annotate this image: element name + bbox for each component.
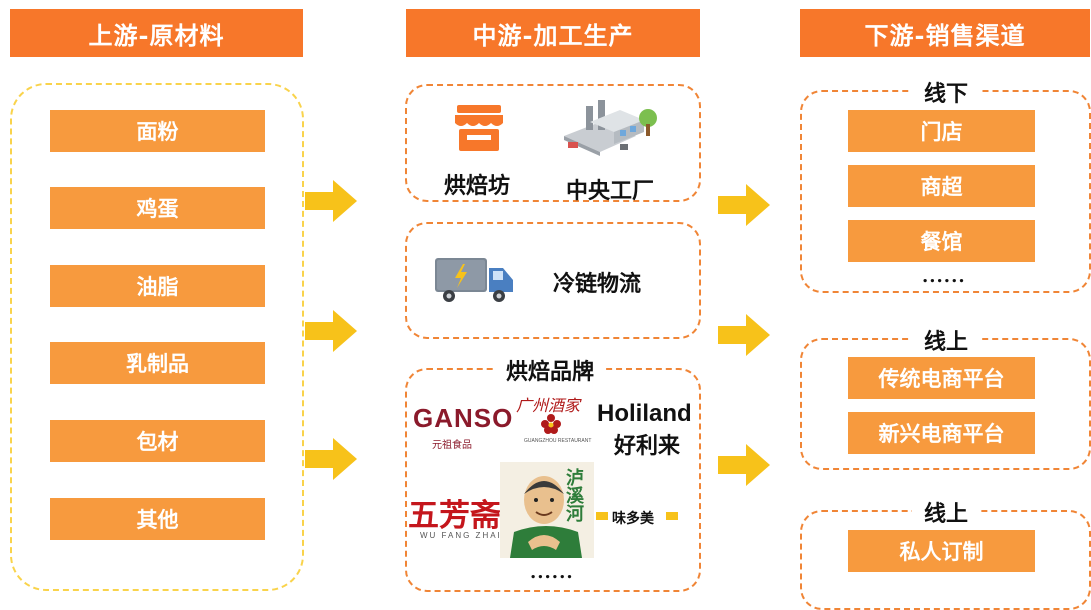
arrow-right-icon (305, 310, 357, 352)
logistics-container (405, 222, 701, 339)
ganso-logo: GANSO (413, 403, 514, 433)
upstream-item: 包材 (50, 420, 265, 462)
arrow-right-icon (305, 180, 357, 222)
brands-title: 烘焙品牌 (494, 354, 607, 386)
holiland-logo: Holiland (597, 400, 692, 427)
upstream-item: 面粉 (50, 110, 265, 152)
header-upstream: 上游-原材料 (10, 9, 303, 57)
bakery-shop-icon (455, 105, 503, 151)
bakery-label: 烘焙坊 (444, 173, 511, 199)
online-title: 线上 (912, 324, 981, 356)
arrow-right-icon (718, 184, 770, 226)
brands-more: ...... (530, 562, 574, 583)
offline-item: 商超 (848, 165, 1035, 207)
upstream-item: 其他 (50, 498, 265, 540)
upstream-item: 乳制品 (50, 342, 265, 384)
offline-title: 线下 (912, 76, 981, 108)
holiland-logo-cn: 好利来 (614, 433, 681, 458)
header-midstream: 中游-加工生产 (406, 9, 700, 57)
wufangzhai-logo: 五芳斋 (408, 498, 501, 534)
upstream-item: 鸡蛋 (50, 187, 265, 229)
ganso-logo-cn: 元祖食品 (432, 440, 472, 451)
truck-icon (435, 258, 513, 302)
online2-title: 线上 (912, 496, 981, 528)
custom-item: 私人订制 (848, 530, 1035, 572)
online-item: 传统电商平台 (848, 357, 1035, 399)
offline-item: 餐馆 (848, 220, 1035, 262)
arrow-right-icon (718, 314, 770, 356)
luxihe-logo: 泸溪河 (566, 468, 584, 525)
online-item: 新兴电商平台 (848, 412, 1035, 454)
arrow-right-icon (305, 438, 357, 480)
logistics-label: 冷链物流 (553, 271, 642, 297)
luxihe-mascot-icon (500, 462, 594, 558)
guangzhou-logo-en: GUANGZHOU RESTAURANT (524, 438, 592, 444)
weiduomei-logo: 味多美 (612, 510, 654, 526)
production-container (405, 84, 701, 202)
factory-label: 中央工厂 (566, 178, 655, 204)
stripe-decoration (666, 512, 678, 520)
factory-icon (564, 100, 657, 156)
arrow-right-icon (718, 444, 770, 486)
upstream-item: 油脂 (50, 265, 265, 307)
offline-more: ...... (922, 266, 966, 287)
flower-icon (541, 414, 561, 434)
header-downstream: 下游-销售渠道 (800, 9, 1090, 57)
stripe-decoration (596, 512, 608, 520)
wufangzhai-logo-en: WU FANG ZHAI (420, 531, 502, 540)
offline-item: 门店 (848, 110, 1035, 152)
upstream-container (10, 83, 304, 591)
guangzhou-logo: 广州酒家 (516, 396, 581, 415)
